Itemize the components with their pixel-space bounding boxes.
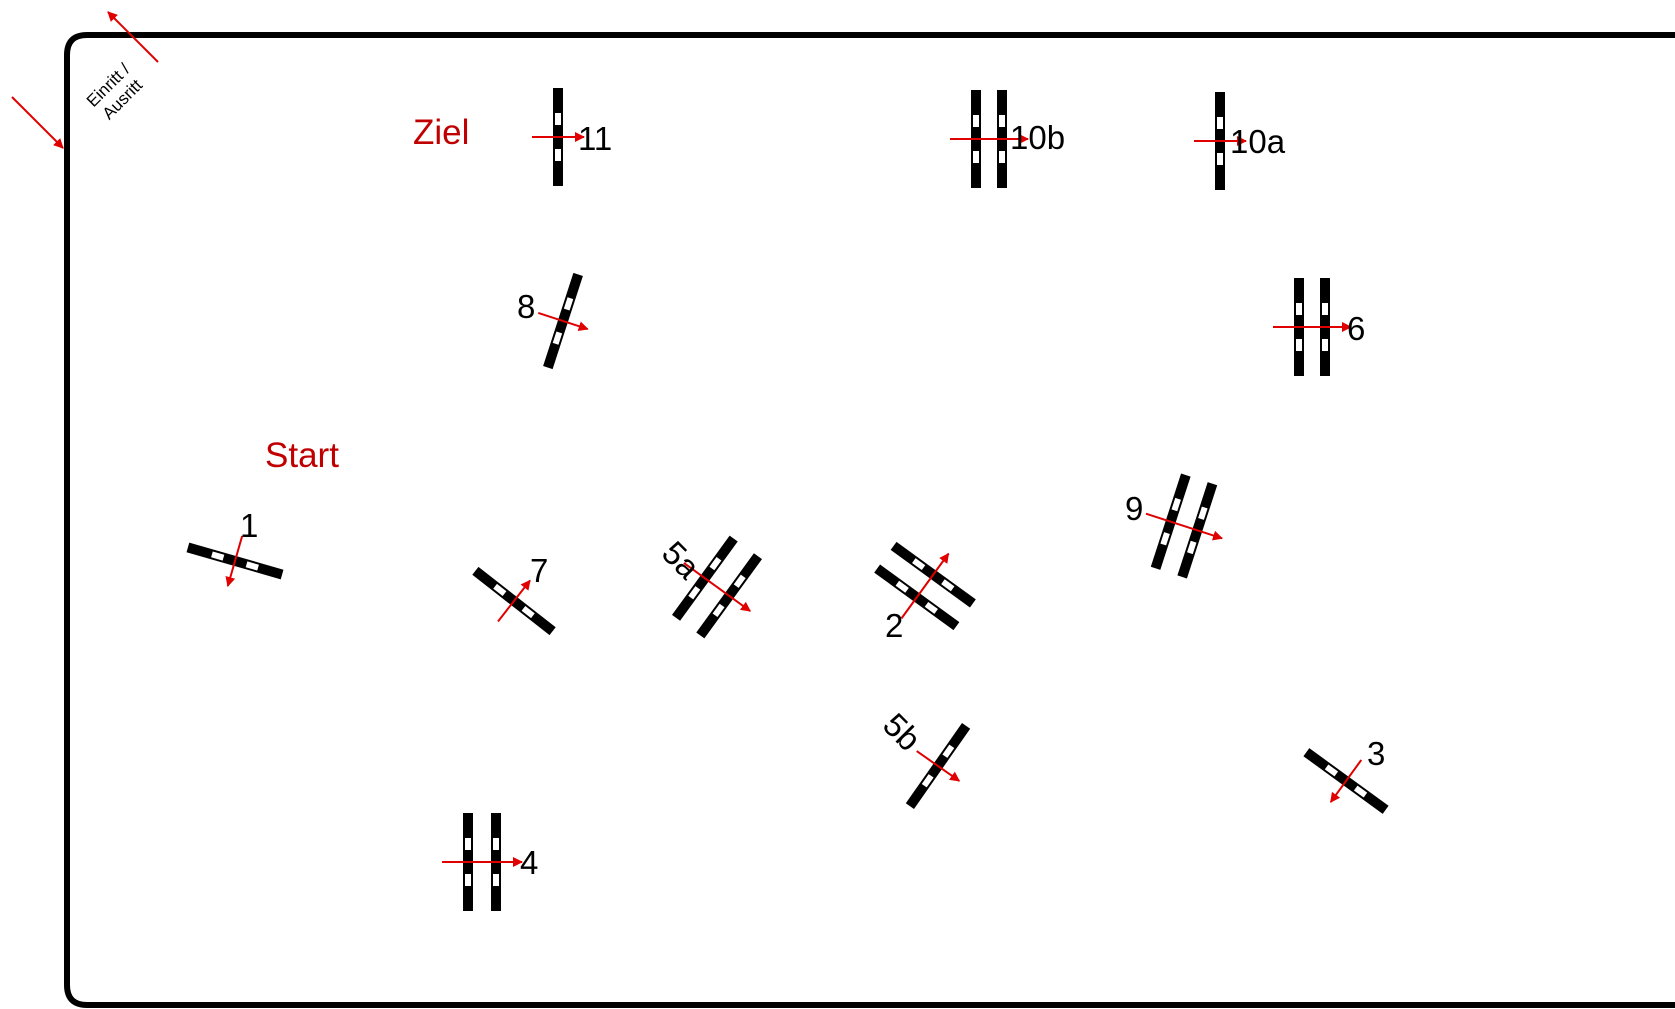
obstacle-label-4: 4 xyxy=(520,844,538,881)
obstacle-1 xyxy=(186,535,284,587)
direction-arrow-7 xyxy=(497,579,531,623)
obstacle-2 xyxy=(874,541,976,631)
obstacle-label-7: 7 xyxy=(530,552,548,589)
direction-arrow-9 xyxy=(1145,512,1223,541)
direction-arrow-2 xyxy=(900,552,950,619)
obstacle-4 xyxy=(442,813,523,911)
finish-label: Ziel xyxy=(413,113,469,152)
obstacle-11 xyxy=(532,88,585,186)
obstacle-label-1: 1 xyxy=(240,507,258,544)
obstacle-6 xyxy=(1273,278,1352,376)
obstacle-label-11: 11 xyxy=(578,120,612,157)
direction-arrow-1 xyxy=(225,535,244,587)
obstacle-7 xyxy=(472,566,556,636)
obstacle-label-2: 2 xyxy=(885,607,903,644)
obstacle-9 xyxy=(1145,473,1223,579)
obstacle-5a xyxy=(672,535,762,639)
obstacle-label-6: 6 xyxy=(1347,310,1365,347)
direction-arrow-8 xyxy=(537,312,589,332)
start-label: Start xyxy=(265,436,339,475)
obstacle-8 xyxy=(537,272,589,370)
obstacle-label-9: 9 xyxy=(1125,490,1143,527)
arena-border xyxy=(64,32,1675,1008)
entry-arrow-out xyxy=(107,11,159,63)
obstacle-label-10b: 10b xyxy=(1010,119,1065,156)
obstacle-5b xyxy=(905,722,971,810)
direction-arrow-5a xyxy=(683,562,751,612)
direction-arrow-5b xyxy=(916,750,961,782)
obstacle-3 xyxy=(1303,748,1389,814)
entry-arrow-in xyxy=(11,96,64,149)
obstacle-label-10a: 10a xyxy=(1230,123,1286,160)
obstacle-label-3: 3 xyxy=(1367,735,1385,772)
direction-arrow-3 xyxy=(1329,759,1363,803)
obstacle-10b xyxy=(950,90,1029,188)
obstacle-10a xyxy=(1194,92,1247,190)
obstacle-label-5b: 5b xyxy=(876,706,928,758)
obstacle-label-8: 8 xyxy=(517,288,535,325)
